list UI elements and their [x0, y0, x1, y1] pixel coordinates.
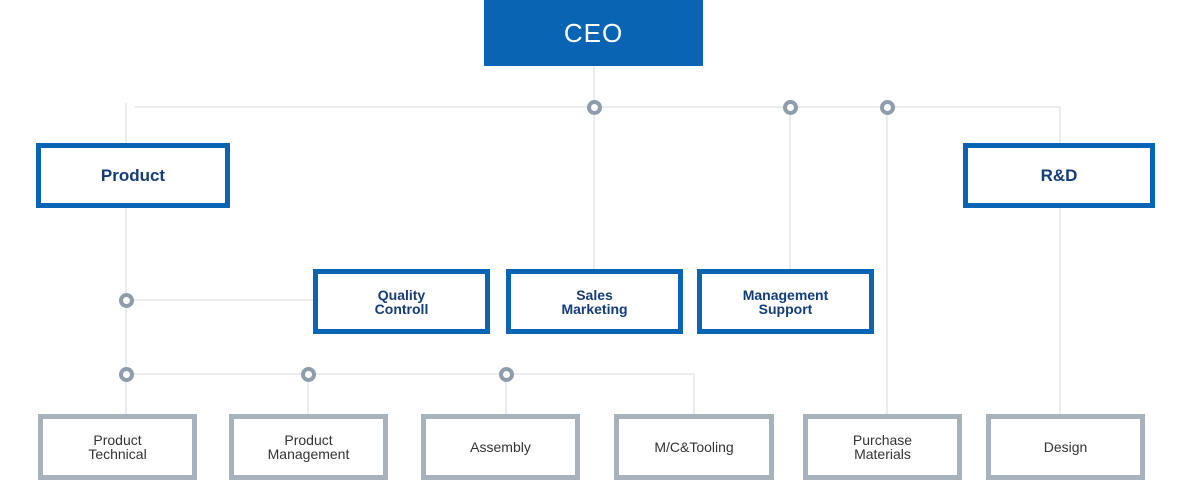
mc-tooling-box: M/C&Tooling	[614, 414, 774, 480]
product-management-box: Product Management	[229, 414, 388, 480]
junction-node-product-management	[301, 367, 316, 382]
quality-control-box: Quality Controll	[313, 269, 490, 334]
junction-node-quality	[119, 293, 134, 308]
design-box: Design	[986, 414, 1145, 480]
purchase-materials-box: Purchase Materials	[803, 414, 962, 480]
product-technical-box: Product Technical	[38, 414, 197, 480]
junction-node-management	[783, 100, 798, 115]
management-support-box: Management Support	[697, 269, 874, 334]
junction-node-sales	[587, 100, 602, 115]
junction-node-product-technical	[119, 367, 134, 382]
sales-marketing-box: Sales Marketing	[506, 269, 683, 334]
product-division-box: Product	[36, 143, 230, 208]
ceo-box: CEO	[484, 0, 703, 66]
rnd-division-box: R&D	[963, 143, 1155, 208]
assembly-box: Assembly	[421, 414, 580, 480]
junction-node-assembly	[499, 367, 514, 382]
junction-node-purchase	[880, 100, 895, 115]
